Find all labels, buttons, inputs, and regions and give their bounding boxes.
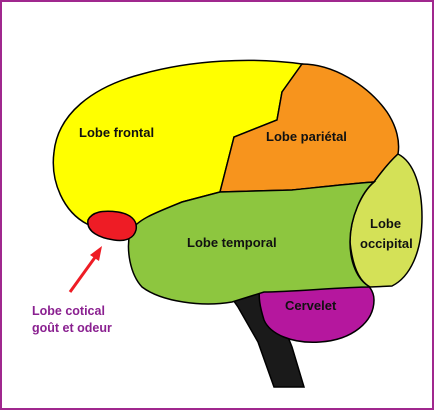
occipital-label-line1: Lobe xyxy=(370,216,401,231)
temporal-label: Lobe temporal xyxy=(187,235,277,250)
frontal-label: Lobe frontal xyxy=(79,125,154,140)
pointer-arrow-line xyxy=(70,256,96,292)
cortical-note-line1: Lobe cotical xyxy=(32,304,105,318)
cerebellum-label: Cervelet xyxy=(285,298,337,313)
parietal-label: Lobe pariétal xyxy=(266,129,347,144)
olfactory-region xyxy=(88,211,136,240)
occipital-label-line2: occipital xyxy=(360,236,413,251)
cortical-note-line2: goût et odeur xyxy=(32,321,112,335)
pointer-arrowhead xyxy=(90,246,102,261)
